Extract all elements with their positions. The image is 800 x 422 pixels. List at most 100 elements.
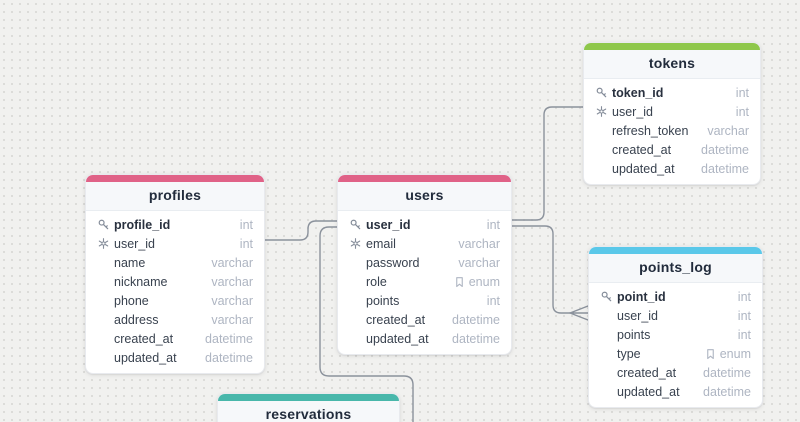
field-name: token_id bbox=[612, 85, 664, 100]
field-type: int bbox=[738, 290, 751, 304]
field-row-profile_id[interactable]: profile_id int bbox=[86, 215, 264, 234]
field-row-email[interactable]: email varchar bbox=[338, 234, 511, 253]
field-type-text: varchar bbox=[211, 293, 253, 308]
field-name: address bbox=[114, 312, 159, 327]
field-name: profile_id bbox=[114, 217, 171, 232]
field-name: name bbox=[114, 255, 146, 270]
table-reservations[interactable]: reservations bbox=[217, 393, 400, 422]
field-type-text: datetime bbox=[703, 365, 751, 380]
field-type: datetime bbox=[703, 366, 751, 380]
field-name: email bbox=[366, 236, 396, 251]
field-type-text: int bbox=[486, 217, 500, 232]
field-name: password bbox=[366, 255, 420, 270]
field-row-name[interactable]: name varchar bbox=[86, 253, 264, 272]
field-type-text: int bbox=[737, 308, 751, 323]
field-type-text: varchar bbox=[458, 255, 500, 270]
field-type-text: datetime bbox=[703, 384, 751, 399]
field-type: int bbox=[240, 218, 253, 232]
relationship-line-profiles-users[interactable] bbox=[264, 220, 338, 241]
field-row-updated_at[interactable]: updated_at datetime bbox=[584, 159, 760, 178]
field-type-text: int bbox=[239, 236, 253, 251]
field-row-token_id[interactable]: token_id int bbox=[584, 83, 760, 102]
field-name: points bbox=[617, 327, 651, 342]
field-row-address[interactable]: address varchar bbox=[86, 310, 264, 329]
field-type: int bbox=[240, 237, 253, 251]
field-name: updated_at bbox=[114, 350, 177, 365]
table-accent-bar bbox=[86, 175, 264, 182]
field-name: nickname bbox=[114, 274, 168, 289]
field-type-text: datetime bbox=[205, 350, 253, 365]
field-row-user_id[interactable]: user_id int bbox=[86, 234, 264, 253]
field-type: int bbox=[736, 86, 749, 100]
field-type-text: enum bbox=[468, 274, 500, 289]
field-name: user_id bbox=[114, 236, 155, 251]
field-type: int bbox=[487, 218, 500, 232]
table-title: profiles bbox=[86, 182, 264, 211]
field-row-password[interactable]: password varchar bbox=[338, 253, 511, 272]
field-type-text: varchar bbox=[211, 255, 253, 270]
crow-foot-many-marker bbox=[569, 305, 589, 321]
field-row-phone[interactable]: phone varchar bbox=[86, 291, 264, 310]
snowflake-icon bbox=[349, 237, 366, 250]
field-type-text: int bbox=[737, 289, 751, 304]
relationship-line-users-tokens[interactable] bbox=[511, 106, 584, 221]
field-type: int bbox=[738, 328, 751, 342]
field-row-points[interactable]: points int bbox=[589, 325, 762, 344]
table-accent-bar bbox=[589, 247, 762, 254]
field-row-updated_at[interactable]: updated_at datetime bbox=[589, 382, 762, 401]
field-row-points[interactable]: points int bbox=[338, 291, 511, 310]
field-type-text: varchar bbox=[211, 274, 253, 289]
field-name: refresh_token bbox=[612, 123, 689, 138]
field-row-updated_at[interactable]: updated_at datetime bbox=[86, 348, 264, 367]
table-title: points_log bbox=[589, 254, 762, 283]
field-type-text: datetime bbox=[205, 331, 253, 346]
field-type-text: varchar bbox=[458, 236, 500, 251]
field-name: updated_at bbox=[617, 384, 680, 399]
field-name: updated_at bbox=[612, 161, 675, 176]
field-type-text: int bbox=[737, 327, 751, 342]
table-accent-bar bbox=[218, 394, 399, 401]
relationship-line-users-reservations[interactable] bbox=[319, 226, 414, 422]
field-type: datetime bbox=[205, 351, 253, 365]
key-icon bbox=[97, 218, 114, 231]
field-name: points bbox=[366, 293, 400, 308]
field-type-text: datetime bbox=[701, 142, 749, 157]
field-name: created_at bbox=[612, 142, 672, 157]
field-type-text: datetime bbox=[452, 312, 500, 327]
field-type: varchar bbox=[211, 275, 253, 289]
table-accent-bar bbox=[584, 43, 760, 50]
field-type: varchar bbox=[211, 313, 253, 327]
field-row-nickname[interactable]: nickname varchar bbox=[86, 272, 264, 291]
bookmark-icon bbox=[705, 348, 716, 360]
relationship-line-users-points-log[interactable] bbox=[511, 225, 571, 314]
field-name: user_id bbox=[612, 104, 653, 119]
field-type: datetime bbox=[701, 162, 749, 176]
field-type: varchar bbox=[211, 294, 253, 308]
field-type: enum bbox=[454, 275, 500, 289]
field-name: phone bbox=[114, 293, 149, 308]
field-type-text: int bbox=[486, 293, 500, 308]
field-row-created_at[interactable]: created_at datetime bbox=[584, 140, 760, 159]
table-accent-bar bbox=[338, 175, 511, 182]
field-type: datetime bbox=[703, 385, 751, 399]
field-type: datetime bbox=[205, 332, 253, 346]
